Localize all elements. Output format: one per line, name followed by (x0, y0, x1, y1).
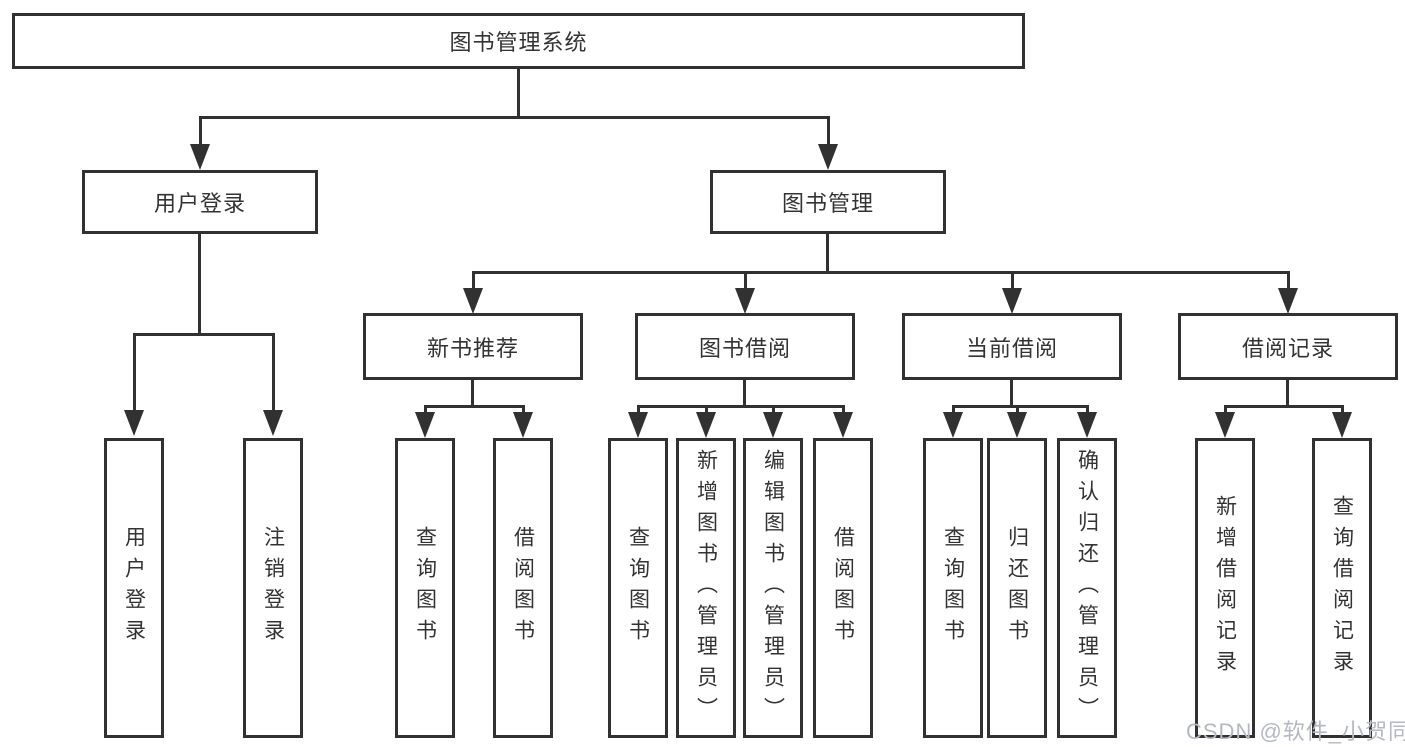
arrow-down-icon (628, 405, 648, 438)
arrow-down-icon (943, 405, 963, 438)
node-label: 查询借阅记录 (1330, 495, 1354, 681)
node-book-management: 图书管理 (710, 170, 946, 234)
leaf-query-books-borrowing: 查询图书 (608, 438, 668, 738)
connector-rail-line (199, 116, 829, 119)
node-label: 图书借阅 (698, 335, 791, 361)
node-user-login: 用户登录 (82, 170, 318, 234)
node-label: 注销登录 (261, 526, 285, 650)
node-borrowing-records: 借阅记录 (1178, 313, 1398, 380)
arrow-down-icon (1332, 405, 1352, 438)
node-label: 确认归还（管理员） (1075, 448, 1099, 728)
node-label: 借阅图书 (511, 526, 535, 650)
node-label: 归还图书 (1005, 526, 1029, 650)
leaf-add-books-admin: 新增图书（管理员） (676, 438, 736, 738)
arrow-down-icon (124, 333, 144, 436)
node-label: 查询图书 (413, 526, 437, 650)
leaf-query-books-current: 查询图书 (923, 438, 983, 738)
connector-stem-line (471, 379, 474, 407)
leaf-borrow-books-recommend: 借阅图书 (493, 438, 553, 738)
node-label: 借阅记录 (1241, 335, 1334, 361)
arrow-down-icon (415, 405, 435, 438)
node-label: 新增图书（管理员） (694, 448, 718, 728)
arrow-down-icon (1002, 271, 1022, 314)
arrow-down-icon (463, 271, 483, 314)
connector-rail-line (952, 405, 1088, 408)
node-book-borrowing: 图书借阅 (635, 313, 855, 380)
node-label: 编辑图书（管理员） (761, 448, 785, 728)
arrow-down-icon (190, 116, 210, 170)
leaf-query-books-recommend: 查询图书 (395, 438, 455, 738)
leaf-confirm-return-admin: 确认归还（管理员） (1057, 438, 1117, 738)
node-label: 图书管理 (781, 191, 874, 216)
arrow-down-icon (1278, 271, 1298, 314)
node-new-book-recommend: 新书推荐 (363, 313, 583, 380)
node-label: 用户登录 (122, 526, 146, 650)
arrow-down-icon (696, 405, 716, 438)
node-label: 新增借阅记录 (1213, 495, 1237, 681)
leaf-user-login: 用户登录 (104, 438, 164, 738)
leaf-edit-books-admin: 编辑图书（管理员） (743, 438, 803, 738)
node-library-management-system: 图书管理系统 (12, 13, 1025, 69)
connector-rail-line (1224, 405, 1343, 408)
connector-stem-line (1010, 379, 1013, 407)
connector-rail-line (637, 405, 844, 408)
csdn-watermark: CSDN @软件_小贺同学 (1186, 719, 1405, 744)
arrow-down-icon (1215, 405, 1235, 438)
connector-stem-line (517, 68, 520, 118)
leaf-return-books: 归还图书 (987, 438, 1047, 738)
connector-stem-line (826, 233, 829, 273)
leaf-borrow-books: 借阅图书 (813, 438, 873, 738)
node-label: 查询图书 (626, 526, 650, 650)
arrow-down-icon (833, 405, 853, 438)
arrow-down-icon (1077, 405, 1097, 438)
node-current-borrowing: 当前借阅 (902, 313, 1122, 380)
arrow-down-icon (735, 271, 755, 314)
connector-stem-line (1286, 379, 1289, 407)
leaf-logout: 注销登录 (243, 438, 303, 738)
connector-rail-line (472, 271, 1289, 274)
node-label: 当前借阅 (965, 335, 1058, 361)
node-label: 图书管理系统 (449, 30, 588, 55)
leaf-query-borrow-record: 查询借阅记录 (1312, 438, 1372, 738)
connector-rail-line (424, 405, 524, 408)
node-label: 查询图书 (941, 526, 965, 650)
arrow-down-icon (1007, 405, 1027, 438)
node-label: 新书推荐 (426, 335, 519, 361)
arrow-down-icon (513, 405, 533, 438)
arrow-down-icon (263, 333, 283, 436)
node-label: 借阅图书 (831, 526, 855, 650)
connector-rail-line (133, 333, 275, 336)
leaf-add-borrow-record: 新增借阅记录 (1195, 438, 1255, 738)
arrow-down-icon (763, 405, 783, 438)
connector-stem-line (743, 379, 746, 407)
arrow-down-icon (818, 116, 838, 170)
node-label: 用户登录 (153, 191, 246, 216)
connector-stem-line (198, 233, 201, 335)
